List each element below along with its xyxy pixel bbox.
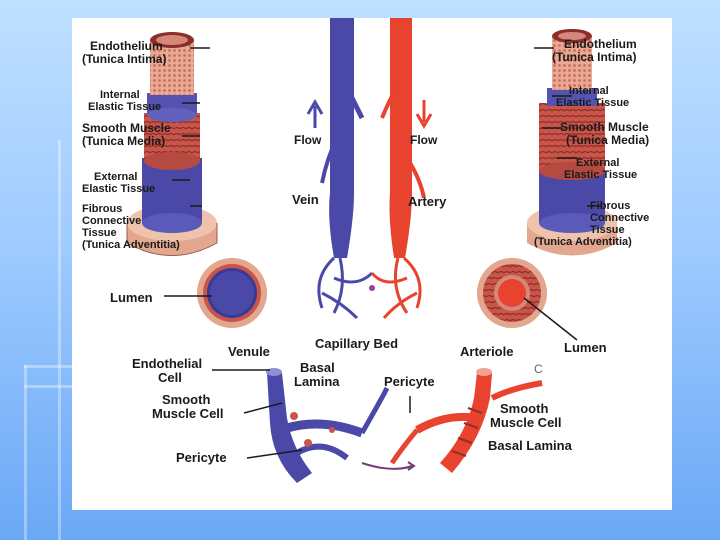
label-external-elastic-right: Elastic Tissue	[564, 169, 637, 181]
label-smooth-muscle-cell-left-2: Muscle Cell	[152, 406, 224, 421]
label-tunica-media-left: (Tunica Media)	[82, 134, 165, 148]
label-endothelium-left: Endothelium	[90, 39, 163, 53]
label-tunica-intima-left: (Tunica Intima)	[82, 52, 166, 66]
label-tissue-left: Tissue	[82, 227, 117, 239]
vessel-illustration: Endothelium (Tunica Intima) Internal Ela…	[82, 18, 649, 483]
artery-layers	[527, 29, 617, 256]
artery-lumen-cross-section	[477, 258, 547, 328]
label-lamina: Lamina	[294, 374, 340, 389]
label-basal: Basal	[300, 360, 335, 375]
text-labels: Endothelium (Tunica Intima) Internal Ela…	[82, 37, 649, 465]
label-internal-elastic-right: Elastic Tissue	[556, 97, 629, 109]
label-flow-vein: Flow	[294, 133, 322, 147]
label-smooth-muscle-cell-left-1: Smooth	[162, 392, 210, 407]
blood-vessel-diagram: Endothelium (Tunica Intima) Internal Ela…	[72, 18, 672, 510]
label-smooth-muscle-cell-right-1: Smooth	[500, 401, 548, 416]
label-endothelial: Endothelial	[132, 356, 202, 371]
label-cell: Cell	[158, 370, 182, 385]
label-capillary-bed: Capillary Bed	[315, 336, 398, 351]
label-internal-elastic-left: Elastic Tissue	[88, 101, 161, 113]
label-fibrous-right: Fibrous	[590, 200, 630, 212]
label-internal-left: Internal	[100, 89, 140, 101]
label-connective-right: Connective	[590, 212, 649, 224]
label-internal-right: Internal	[569, 85, 609, 97]
arteriole	[361, 368, 543, 473]
label-basal-lamina-right: Basal Lamina	[488, 438, 573, 453]
label-tunica-media-right: (Tunica Media)	[566, 133, 649, 147]
label-endothelium-right: Endothelium	[564, 37, 637, 51]
label-external-elastic-left: Elastic Tissue	[82, 183, 155, 195]
label-artery: Artery	[408, 194, 447, 209]
label-connective-left: Connective	[82, 215, 141, 227]
label-tunica-intima-right: (Tunica Intima)	[552, 50, 636, 64]
label-external-right: External	[576, 157, 619, 169]
label-tunica-adventitia-left: (Tunica Adventitia)	[82, 239, 180, 251]
label-tissue-right: Tissue	[590, 224, 625, 236]
background-stripe	[24, 365, 27, 540]
label-c: C	[534, 362, 543, 376]
label-smooth-muscle-cell-right-2: Muscle Cell	[490, 415, 562, 430]
background-stripe	[58, 140, 61, 540]
leader-lines	[164, 47, 602, 459]
background-stripe	[24, 385, 72, 388]
label-lumen-left: Lumen	[110, 290, 153, 305]
vein-layers	[126, 32, 218, 256]
label-pericyte-mid: Pericyte	[384, 374, 435, 389]
label-flow-artery: Flow	[410, 133, 438, 147]
label-smooth-muscle-right: Smooth Muscle	[560, 120, 649, 134]
vein-lumen-cross-section	[197, 258, 267, 328]
label-pericyte-left: Pericyte	[176, 450, 227, 465]
central-vessels	[306, 18, 433, 320]
label-smooth-muscle-left: Smooth Muscle	[82, 121, 171, 135]
label-venule: Venule	[228, 344, 270, 359]
venule	[266, 368, 390, 483]
background-stripe	[24, 365, 72, 368]
label-lumen-right: Lumen	[564, 340, 607, 355]
label-tunica-adventitia-right: (Tunica Adventitia)	[534, 236, 632, 248]
label-fibrous-left: Fibrous	[82, 203, 122, 215]
label-arteriole: Arteriole	[460, 344, 513, 359]
label-external-left: External	[94, 171, 137, 183]
label-vein: Vein	[292, 192, 319, 207]
